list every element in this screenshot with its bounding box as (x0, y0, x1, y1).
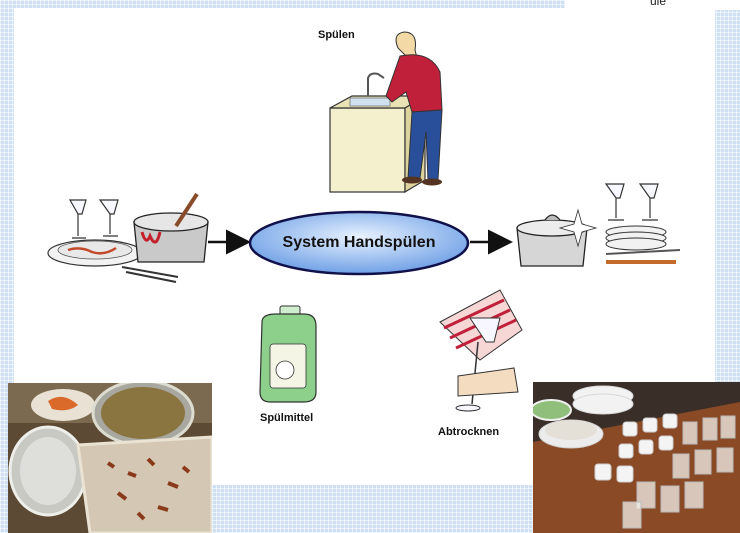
dirty-dishes-icon (47, 192, 209, 283)
clean-dishes-icon (516, 183, 681, 267)
corner-panel (565, 0, 740, 10)
photo-stacked-dishes (533, 382, 740, 533)
photo-dirty-dishes (8, 383, 212, 533)
label-spuelmittel: Spülmittel (260, 412, 314, 424)
drying-glass-icon (439, 289, 523, 412)
label-abtrocknen: Abtrocknen (438, 426, 500, 438)
detergent-bottle-icon (259, 305, 317, 403)
woman-at-sink-icon (329, 31, 443, 194)
center-label: System Handspülen (282, 234, 436, 251)
center-ellipse (248, 210, 470, 276)
corner-text: ule (650, 0, 667, 8)
label-spuelen: Spülen (318, 29, 355, 41)
